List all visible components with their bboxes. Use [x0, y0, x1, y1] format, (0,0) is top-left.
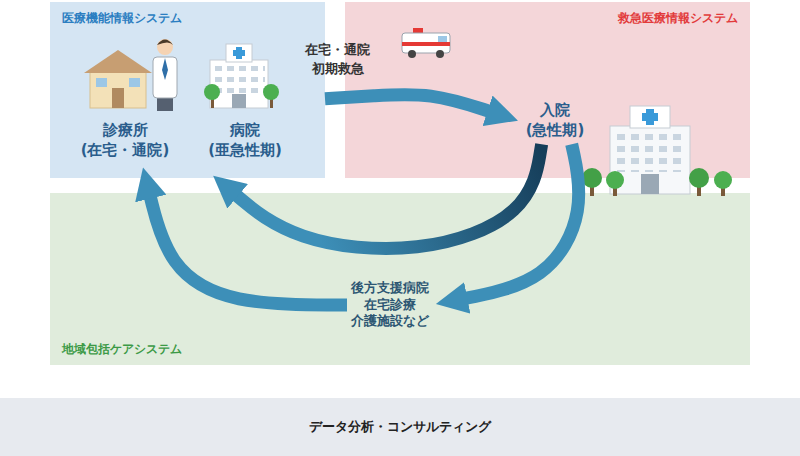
illustration-part: [157, 40, 173, 46]
place-node: 診療所(在宅・通院): [77, 116, 174, 165]
hospital-icon: [204, 44, 279, 108]
illustration-part: [714, 171, 732, 189]
illustration-part: [84, 50, 152, 73]
illustration-part: [630, 106, 670, 128]
node-text: 診療所: [81, 120, 170, 140]
illustration-part: [96, 78, 107, 87]
illustration-part: [233, 50, 245, 56]
illustration-part: [641, 174, 659, 194]
place-node: 後方支援病院在宅診療介護施設など: [347, 276, 433, 335]
node-text: 病院: [208, 120, 282, 140]
illustration-part: [402, 33, 450, 53]
illustration-part: [408, 50, 416, 58]
illustration-part: [204, 84, 220, 100]
illustration-part: [226, 44, 252, 62]
illustration-part: [210, 60, 268, 108]
ambulance-icon: [402, 28, 450, 58]
flow-arrow: [461, 144, 579, 299]
illustration-part: [436, 50, 444, 58]
hospital-icon: [582, 106, 732, 196]
house-icon: [84, 50, 152, 108]
illustration-part: [232, 94, 246, 108]
illustration-part: [162, 58, 168, 80]
node-text: 入院: [526, 100, 585, 120]
illustration-part: [413, 28, 423, 33]
illustration-part: [582, 168, 602, 188]
flow-arrow: [233, 144, 542, 248]
panel-heading: 救急医療情報システム: [618, 10, 738, 26]
doctor-icon: [153, 39, 177, 111]
illustration-part: [129, 78, 140, 87]
illustration-part: [402, 42, 450, 46]
place-node: 入院(急性期): [522, 96, 589, 145]
illustration-part: [614, 132, 686, 172]
connector-layer: [149, 94, 579, 305]
illustration-part: [689, 168, 709, 188]
place-node: 病院(亜急性期): [204, 116, 286, 165]
illustration-part: [112, 88, 124, 108]
flow-arrow: [149, 192, 347, 305]
flow-arrow: [325, 94, 494, 112]
edge-label: 在宅・通院 初期救急: [302, 41, 375, 79]
illustration-part: [606, 171, 624, 189]
node-text: 後方支援病院: [351, 280, 429, 297]
service-bar: データ分析・コンサルティング: [0, 398, 800, 456]
node-text: (在宅・通院): [81, 140, 170, 160]
node-text: (亜急性期): [208, 140, 282, 160]
illustration-part: [642, 113, 658, 121]
illustration-part: [90, 72, 146, 108]
panel-heading: 医療機能情報システム: [62, 10, 182, 26]
panel-heading: データ分析・コンサルティング: [309, 418, 491, 436]
illustration-part: [213, 64, 265, 94]
illustration-part: [263, 84, 279, 100]
illustration-part: [157, 39, 173, 55]
illustration-part: [153, 57, 177, 98]
node-text: 介護施設など: [351, 313, 429, 330]
node-text: 在宅診療: [351, 297, 429, 314]
panel-heading: 地域包括ケアシステム: [62, 341, 182, 357]
illustration-part: [438, 36, 447, 42]
node-text: (急性期): [526, 120, 585, 140]
